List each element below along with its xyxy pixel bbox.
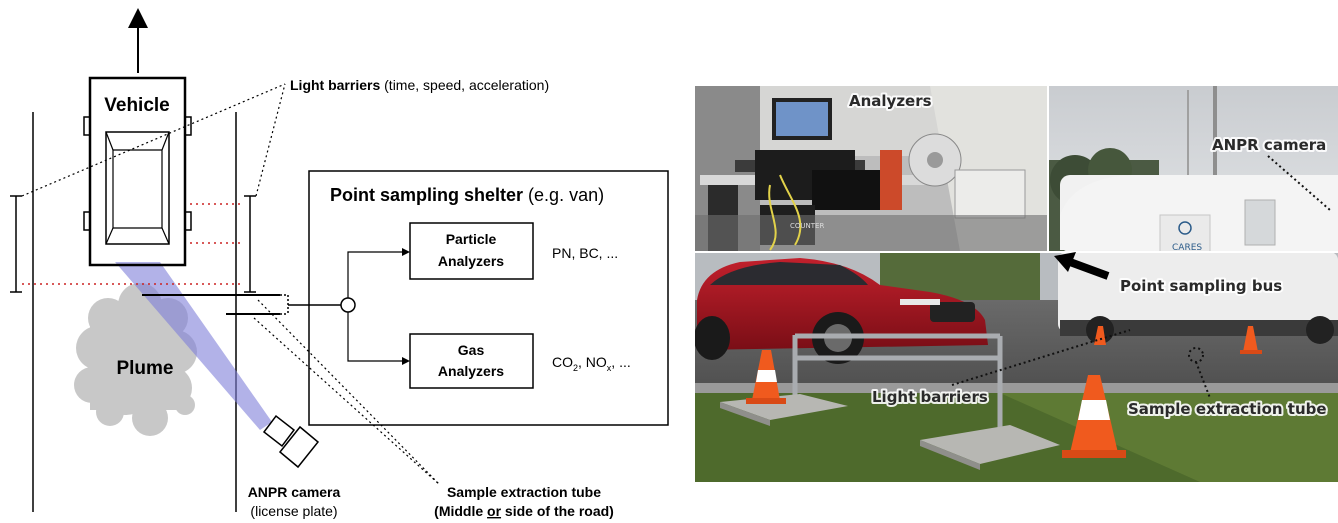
traffic-cone-icon <box>1240 326 1262 354</box>
gas-analyzers-line2: Analyzers <box>438 363 504 379</box>
light-barrier-stand <box>792 333 1003 430</box>
anpr-camera-photo-label-halo: ANPR camera <box>1212 136 1326 154</box>
light-barrier-beams <box>22 203 244 285</box>
vehicle-label: Vehicle <box>104 95 170 116</box>
point-sampling-bus-label: Point sampling bus <box>1120 277 1282 295</box>
anpr-camera-icon <box>262 414 320 469</box>
tube-pointer <box>253 299 441 486</box>
gas-analyzers-line1: Gas <box>458 342 485 358</box>
plume-label: Plume <box>116 358 173 379</box>
arrowheads <box>402 248 410 365</box>
splitter-lines <box>347 251 404 362</box>
traffic-cone-icon <box>1062 375 1126 458</box>
sample-tube-photo-label: Sample extraction tube <box>1128 400 1327 418</box>
vehicle-icon <box>83 76 192 267</box>
splitter-node <box>340 297 356 313</box>
sample-tube-photo-label-halo: Sample extraction tube <box>1128 400 1327 418</box>
van-photo: CARES ANPR camera ANPR camera <box>1049 86 1338 253</box>
analyzers-photo-label-halo: Analyzers <box>849 92 932 110</box>
sample-tube-label: Sample extraction tube <box>447 484 601 500</box>
sample-tube-sublabel: (Middle or side of the road) <box>434 503 614 519</box>
gas-outputs: CO2, NOx, ... <box>552 354 631 373</box>
shelter-box <box>308 170 669 426</box>
particle-analyzers-line2: Analyzers <box>438 253 504 269</box>
particle-analyzers-line1: Particle <box>446 231 497 247</box>
analyzers-photo-label: Analyzers <box>849 92 932 110</box>
traffic-cone-icon <box>746 350 786 404</box>
photo-pointers <box>951 329 1211 399</box>
particle-outputs: PN, BC, ... <box>552 245 618 261</box>
van-logo-text: CARES <box>1172 243 1202 253</box>
light-barriers-label: Light barriers (time, speed, acceleratio… <box>290 77 549 93</box>
gas-analyzers-box <box>409 333 534 389</box>
arrow-to-van-icon <box>1054 252 1110 280</box>
light-barriers-photo-label-halo: Light barriers <box>872 388 988 406</box>
plume-cloud <box>74 283 197 436</box>
camera-beam <box>115 262 272 430</box>
light-barrier-posts <box>10 195 256 293</box>
anpr-camera-label: ANPR camera <box>248 484 341 500</box>
photo-collage: COUNTER Analyzers Analyzers CARES ANPR c… <box>695 86 1338 482</box>
point-sampling-bus-label-halo: Point sampling bus <box>1120 277 1282 295</box>
schematic-diagram: Plume Vehicle <box>10 8 669 519</box>
particle-analyzers-box <box>409 222 534 280</box>
direction-arrow-icon <box>128 8 148 73</box>
street-photo: Point sampling bus Point sampling bus Li… <box>695 252 1338 482</box>
counter-device-text: COUNTER <box>790 222 824 230</box>
shelter-title: Point sampling shelter (e.g. van) <box>330 185 604 205</box>
light-barriers-photo-label: Light barriers <box>872 388 988 406</box>
analyzers-photo: COUNTER Analyzers Analyzers <box>695 86 1047 251</box>
anpr-camera-photo-label: ANPR camera <box>1212 136 1326 154</box>
light-barrier-pointer <box>21 83 286 197</box>
sample-extraction-tube <box>142 294 341 315</box>
anpr-camera-sublabel: (license plate) <box>250 503 337 519</box>
anpr-photo-pointer <box>1267 155 1331 211</box>
